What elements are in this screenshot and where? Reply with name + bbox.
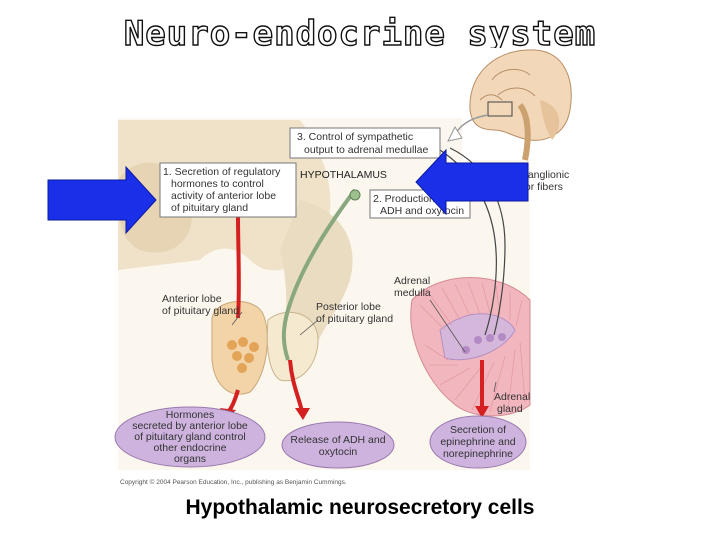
box2-line-2: ADH and oxytocin: [380, 205, 464, 217]
oval2-line-1: Release of ADH and: [290, 434, 385, 446]
slide-title: Neuro-endocrine system: [123, 13, 597, 54]
oval1-line-3: of pituitary gland control: [134, 431, 245, 443]
thumbnail-pointer-arrowhead: [447, 125, 463, 142]
control-sympathetic-box: [289, 127, 441, 159]
ganglionic-line-2: tor fibers: [522, 181, 563, 193]
adrenal-gland-label-line: [493, 381, 497, 393]
oval1-line-4: other endocrine: [154, 442, 227, 454]
adrenal-gland-line-2: gland: [497, 403, 523, 415]
oval2-line-2: oxytocin: [319, 446, 358, 458]
anterior-label-line: [231, 311, 243, 326]
box3-line-2: output to adrenal medullae: [304, 144, 428, 156]
left-pointer-arrow: [47, 165, 157, 235]
hormone-path-anterior-input: [236, 214, 241, 319]
box2-line-1: 2. Production of: [373, 193, 447, 205]
adrenal-medulla-line-1: Adrenal: [394, 275, 430, 287]
neurosecretory-cell-body: [349, 189, 361, 201]
copyright-text: Copyright © 2004 Pearson Education, Inc.…: [120, 478, 347, 486]
oval-epinephrine: [429, 415, 527, 469]
hypothalamus-label: HYPOTHALAMUS: [300, 169, 387, 181]
adrenal-medulla-line-2: medulla: [394, 287, 431, 299]
right-pointer-arrow: [415, 148, 529, 216]
anterior-lobe-line-1: Anterior lobe: [162, 293, 222, 305]
anterior-pituitary-lobe: [211, 301, 268, 395]
oval1-line-1: Hormones: [166, 409, 214, 421]
oval3-line-2: epinephrine and: [440, 436, 515, 448]
hormone-arrowhead-posterior: [295, 408, 310, 420]
posterior-label-line: [299, 319, 319, 336]
oval3-line-3: norepinephrine: [443, 448, 513, 460]
oval-anterior-hormones: [114, 406, 266, 468]
adrenal-medulla-cells: [462, 333, 506, 354]
oval3-line-1: Secretion of: [450, 424, 506, 436]
adrenal-gland-line-1: Adrenal: [494, 391, 530, 403]
oval-adh-release: [281, 421, 395, 469]
posterior-lobe-line-1: Posterior lobe: [316, 301, 381, 313]
brain-thumbnail: [462, 48, 572, 161]
box1-line-1: 1. Secretion of regulatory: [163, 166, 281, 178]
medulla-label-line: [429, 299, 466, 353]
box1-line-4: of pituitary gland: [171, 202, 248, 214]
nerve-path-posterior: [281, 188, 357, 361]
posterior-lobe-line-2: of pituitary gland: [316, 313, 393, 325]
pituitary-cells: [227, 337, 259, 373]
secretion-regulatory-box: [159, 162, 297, 218]
oval1-line-2: secreted by anterior lobe: [132, 420, 248, 432]
slide-caption: Hypothalamic neurosecretory cells: [185, 496, 535, 519]
box1-line-3: activity of anterior lobe: [171, 190, 276, 202]
oval1-line-5: organs: [174, 453, 206, 465]
anterior-lobe-line-2: of pituitary gland: [162, 305, 239, 317]
posterior-pituitary-lobe: [266, 311, 319, 382]
ganglionic-line-1: ganglionic: [522, 169, 569, 181]
hormone-arrowhead-adrenal: [475, 406, 489, 418]
box1-line-2: hormones to control: [171, 178, 264, 190]
box3-line-1: 3. Control of sympathetic: [297, 131, 413, 143]
